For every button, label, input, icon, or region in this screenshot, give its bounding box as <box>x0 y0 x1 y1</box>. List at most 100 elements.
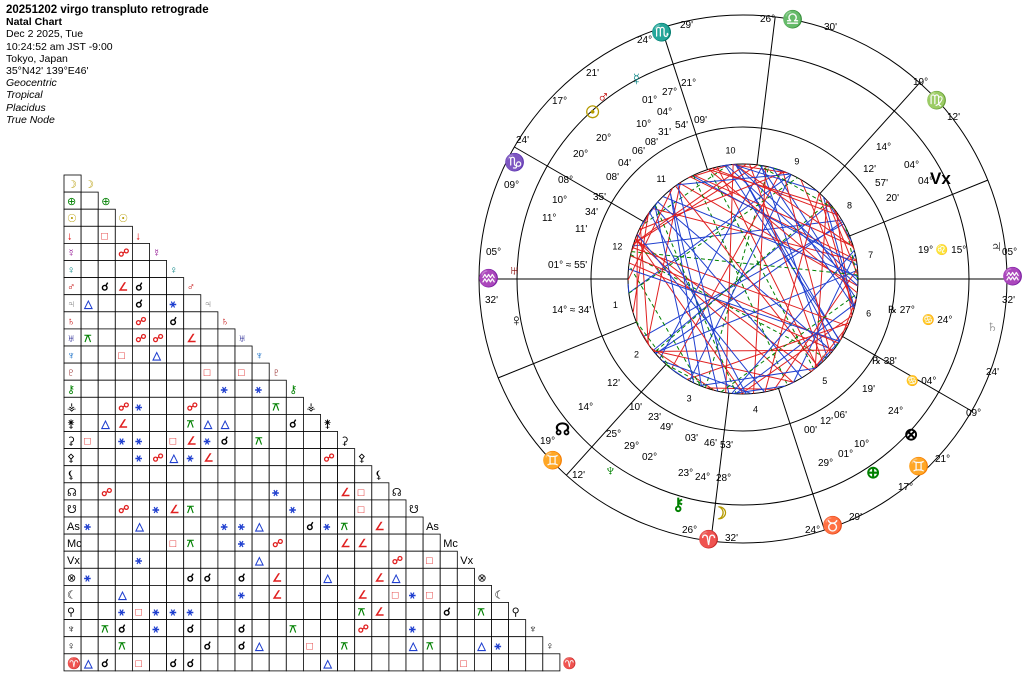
grid-diag-label: ⚴ <box>358 453 366 465</box>
planet-glyph: ♅ <box>508 261 521 280</box>
wheel-label: 17° <box>552 96 567 107</box>
wheel-label: 06' <box>632 146 645 157</box>
aspect-symbol: ⚹ <box>169 299 177 311</box>
aspect-symbol: △ <box>408 641 418 653</box>
aspect-line <box>835 339 841 348</box>
grid-diag-label: ♆ <box>529 624 537 636</box>
wheel-label: 05° <box>486 247 501 258</box>
grid-row-label: ⊕ <box>67 196 76 208</box>
wheel-label: 02° <box>642 452 657 463</box>
planet-glyph: ☿ <box>630 70 643 89</box>
house-number: 4 <box>753 404 758 414</box>
grid-row-label: ☿ <box>67 247 75 259</box>
aspect-symbol: △ <box>152 350 162 362</box>
aspect-line <box>636 233 638 324</box>
wheel-label: 08° <box>558 175 573 186</box>
wheel-label: 04' <box>618 158 631 169</box>
house-cusp-line <box>849 179 988 237</box>
aspect-line <box>654 269 858 354</box>
wheel-label: 10' <box>629 402 642 413</box>
aspect-symbol: ⚻ <box>426 641 434 653</box>
planet-glyph: ♑ <box>504 152 525 172</box>
aspect-symbol: △ <box>254 555 264 567</box>
grid-row-label: ⚲ <box>67 607 75 619</box>
aspect-symbol: ☌ <box>187 624 195 636</box>
aspect-symbol: ☌ <box>170 658 178 670</box>
aspect-line <box>735 303 856 395</box>
aspect-line <box>665 363 716 391</box>
wheel-label: 20° <box>573 149 588 160</box>
grid-row-label: ⊗ <box>67 572 76 584</box>
planet-glyph: ♏ <box>651 22 672 42</box>
wheel-label: 54' <box>675 120 688 131</box>
wheel-label: 03' <box>685 433 698 444</box>
house-number: 2 <box>634 350 639 360</box>
house-number: 10 <box>726 146 736 156</box>
planet-glyph: ♊ <box>908 456 929 476</box>
aspect-symbol: ☌ <box>118 624 126 636</box>
grid-diag-label: ♀ <box>546 641 554 653</box>
wheel-label: 32' <box>485 295 498 306</box>
aspect-line <box>790 382 794 385</box>
aspect-symbol: ∠ <box>170 504 180 516</box>
aspect-line <box>654 204 737 395</box>
aspect-line <box>711 167 840 216</box>
aspect-symbol: ⚹ <box>254 384 262 396</box>
wheel-label: 25° <box>606 429 621 440</box>
aspect-line <box>675 185 819 367</box>
wheel-label: 32' <box>725 533 738 544</box>
aspect-symbol: □ <box>204 367 211 379</box>
grid-row-label: Vx <box>67 555 80 567</box>
aspect-line <box>814 200 828 369</box>
aspect-line <box>634 238 812 372</box>
aspect-line <box>635 320 672 369</box>
aspect-symbol: ⚹ <box>152 624 160 636</box>
aspect-symbol: ∠ <box>204 453 214 465</box>
wheel-label: 31' <box>658 127 671 138</box>
aspect-line <box>630 254 827 359</box>
grid-diag-label: ♈ <box>563 657 577 670</box>
aspect-line <box>628 268 840 342</box>
aspect-symbol: ⚹ <box>169 607 177 619</box>
aspect-symbol: ∠ <box>341 487 351 499</box>
house-cusp-line <box>756 16 776 165</box>
wheel-label: 23° <box>678 468 693 479</box>
aspect-symbol: ⚻ <box>289 624 297 636</box>
aspect-line <box>708 168 815 370</box>
aspect-symbol: ⚹ <box>152 504 160 516</box>
chart-title: 20251202 virgo transpluto retrograde <box>6 4 209 16</box>
aspect-symbol: ☍ <box>101 487 112 499</box>
aspect-symbol: ☍ <box>153 333 164 345</box>
wheel-label: 29° <box>818 458 833 469</box>
wheel-label: ♋ 24° <box>922 313 952 326</box>
chart-header: 20251202 virgo transpluto retrograde Nat… <box>6 4 209 126</box>
house-cusp-line <box>565 364 667 476</box>
aspect-symbol: ☌ <box>204 641 212 653</box>
aspect-symbol: ⚹ <box>83 521 91 533</box>
planet-glyph: ⚷ <box>672 495 684 514</box>
aspect-symbol: ⚻ <box>187 538 195 550</box>
aspect-symbol: △ <box>254 521 264 533</box>
house-cusp-line <box>842 336 972 412</box>
grid-diag-label: ☽ <box>84 179 94 191</box>
wheel-label: 21° <box>681 78 696 89</box>
aspect-symbol: □ <box>135 658 142 670</box>
aspect-line <box>726 164 859 287</box>
aspect-symbol: ∠ <box>187 333 197 345</box>
wheel-label: 24' <box>516 135 529 146</box>
grid-diag-label: ⚵ <box>324 418 332 430</box>
aspect-line <box>670 170 783 370</box>
chart-time: 10:24:52 am JST -9:00 <box>6 40 113 53</box>
aspect-symbol: ☍ <box>187 401 198 413</box>
grid-row-label: ☋ <box>67 504 77 516</box>
aspect-symbol: ☌ <box>238 572 246 584</box>
grid-diag-label: ♂ <box>187 282 195 294</box>
aspect-line <box>633 164 758 245</box>
wheel-label: 26° <box>682 525 697 536</box>
grid-diag-label: ♇ <box>272 367 280 379</box>
wheel-label: 12' <box>607 378 620 389</box>
grid-diag-label: ☾ <box>495 589 505 601</box>
aspect-symbol: ⚹ <box>117 436 125 448</box>
grid-row-label: ♀ <box>67 265 75 277</box>
aspect-line <box>707 168 834 209</box>
